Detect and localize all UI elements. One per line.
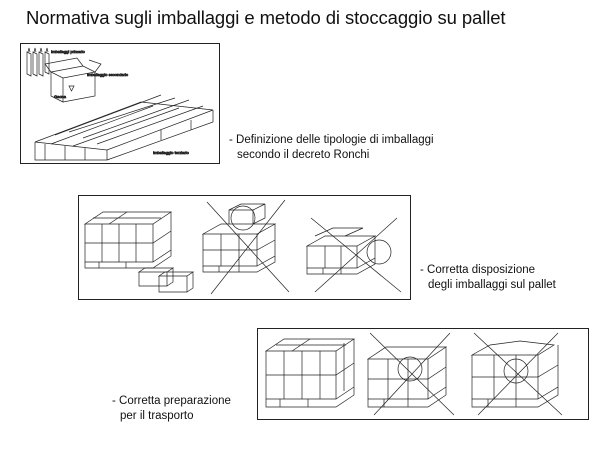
wrong-stack-1-drawing bbox=[201, 199, 290, 295]
label-secondary: Imballaggio secondario bbox=[87, 72, 129, 77]
label-tertiary: Imballaggio terziario bbox=[153, 150, 190, 155]
pallet-arrangement-illustration bbox=[78, 195, 411, 300]
label-primary: Imballaggi primario bbox=[51, 49, 86, 54]
wrapped-pallet-drawing bbox=[264, 338, 356, 408]
wrong-stack-2-drawing bbox=[305, 217, 402, 293]
bottles-drawing bbox=[26, 47, 50, 77]
caption-line: degli imballaggi sul pallet bbox=[428, 279, 556, 291]
packaging-types-illustration: Imballaggi primario Imballaggio secondar… bbox=[20, 43, 220, 164]
caption-pallet-arrangement: - Corretta disposizione degli imballaggi… bbox=[420, 263, 556, 293]
caption-packaging-types: - Definizione delle tipologie di imballa… bbox=[229, 133, 434, 163]
transport-preparation-illustration bbox=[257, 328, 589, 420]
correct-stack-drawing bbox=[83, 211, 195, 293]
caption-line: per il trasporto bbox=[120, 410, 194, 422]
page-title: Normativa sugli imballaggi e metodo di s… bbox=[26, 7, 506, 28]
caption-line: - Corretta preparazione bbox=[112, 395, 231, 407]
caption-line: secondo il decreto Ronchi bbox=[237, 149, 370, 161]
caption-line: - Definizione delle tipologie di imballa… bbox=[229, 134, 434, 146]
pallet-drawing bbox=[34, 94, 214, 161]
caption-transport-preparation: - Corretta preparazione per il trasporto bbox=[112, 394, 231, 424]
wrong-pallet-1-drawing bbox=[366, 332, 455, 416]
wrong-pallet-2-drawing bbox=[470, 332, 563, 416]
secondary-box-drawing bbox=[44, 57, 102, 103]
caption-line: - Corretta disposizione bbox=[420, 264, 536, 276]
brand-label: Gaona bbox=[54, 94, 67, 99]
